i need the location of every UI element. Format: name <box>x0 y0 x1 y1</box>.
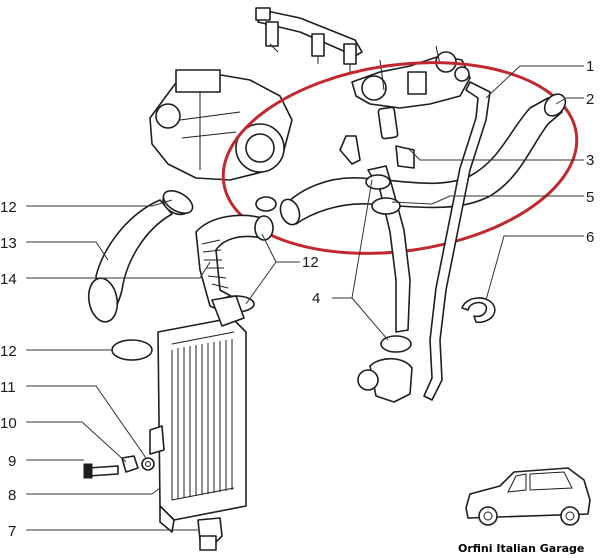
callout-12-middle: 12 <box>302 254 319 271</box>
callout-13: 13 <box>0 235 17 252</box>
turbocharger <box>149 69 293 181</box>
callout-3: 3 <box>586 152 594 169</box>
callout-1: 1 <box>586 58 594 75</box>
callout-8: 8 <box>8 487 16 504</box>
brand-text: Orfini Italian Garage <box>458 542 584 555</box>
throttle-body <box>351 45 471 109</box>
hose-2 <box>279 93 567 226</box>
callout-2: 2 <box>586 91 594 108</box>
callout-10: 10 <box>0 415 17 432</box>
small-hose-3 <box>339 106 415 169</box>
callout-9: 9 <box>8 453 16 470</box>
car-icon <box>465 467 591 526</box>
vacuum-pipe <box>423 81 491 401</box>
callout-12-left: 12 <box>0 343 17 360</box>
intercooler <box>149 295 247 533</box>
clamp-6 <box>461 297 496 324</box>
callout-4: 4 <box>312 290 320 307</box>
fuel-rail <box>255 7 363 72</box>
small-hardware <box>83 455 223 551</box>
callout-6: 6 <box>586 229 594 246</box>
intercooler-core <box>171 339 233 500</box>
callout-7: 7 <box>8 523 16 540</box>
callout-12-top: 12 <box>0 199 17 216</box>
callout-14: 14 <box>0 271 17 288</box>
leader-lines <box>26 65 584 531</box>
callout-11: 11 <box>0 379 16 396</box>
callout-labels: 1 2 3 5 6 12 13 14 12 4 12 11 10 9 8 7 <box>0 58 594 540</box>
clamps-12 <box>111 190 277 361</box>
callout-5: 5 <box>586 189 594 206</box>
highlight-ellipse <box>221 61 579 255</box>
brand-logo: Orfini Italian Garage <box>458 467 591 555</box>
